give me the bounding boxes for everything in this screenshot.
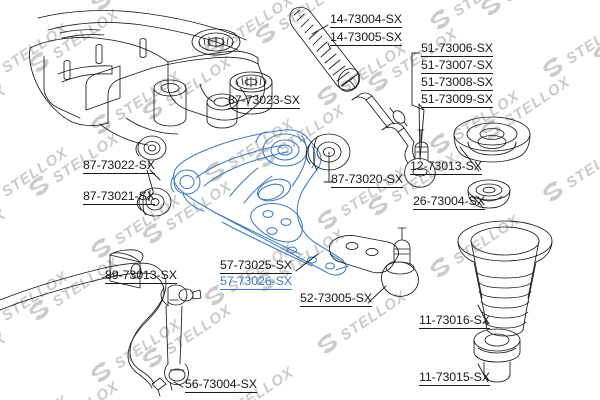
control-arm-bushing-87-73022: [136, 187, 172, 217]
control-arm-bushing-87-73020: [305, 133, 351, 171]
part-number-label-14-73004-sx[interactable]: 14-73004-SX: [330, 12, 402, 28]
part-number-label-52-73005-sx[interactable]: 52-73005-SX: [300, 291, 372, 307]
tie-rod-end: [381, 107, 436, 188]
part-number-label-51-73007-sx[interactable]: 51-73007-SX: [421, 58, 493, 74]
front-subframe-crossmember: [29, 10, 266, 146]
stabilizer-link-rod: [160, 284, 202, 391]
part-number-label-51-73008-sx[interactable]: 51-73008-SX: [421, 75, 493, 91]
part-number-label-57-73025-sx[interactable]: 57-73025-SX: [220, 258, 292, 274]
stabilizer-bar-bushing: [109, 249, 144, 289]
control-arm-bushing-87-73021: [135, 135, 167, 161]
part-number-label-57-73026-sx[interactable]: 57-73026-SX: [220, 274, 292, 290]
leader-lines: [101, 24, 489, 388]
suspension-ball-joint: [329, 227, 419, 297]
part-number-label-51-73006-sx[interactable]: 51-73006-SX: [421, 41, 493, 57]
part-number-label-11-73015-sx[interactable]: 11-73015-SX: [419, 370, 490, 386]
part-number-label-89-73013-sx[interactable]: 89-73013-SX: [105, 268, 177, 284]
part-number-label-56-73004-sx[interactable]: 56-73004-SX: [185, 377, 257, 393]
part-number-label-51-73009-sx[interactable]: 51-73009-SX: [421, 92, 493, 108]
part-number-label-14-73005-sx[interactable]: 14-73005-SX: [330, 30, 402, 46]
subframe-bushing-left: [153, 79, 187, 127]
part-number-label-87-73020-sx[interactable]: 87-73020-SX: [331, 172, 403, 188]
part-number-label-87-73022-sx[interactable]: 87-73022-SX: [83, 158, 155, 174]
part-number-label-87-73021-sx[interactable]: 87-73021-SX: [83, 189, 155, 205]
part-number-label-12-73013-sx[interactable]: 12-73013-SX: [410, 159, 482, 175]
front-lower-control-arm: [170, 129, 349, 276]
steering-rack-boot: [289, 6, 395, 129]
shock-absorber-dust-cover: [457, 220, 553, 337]
part-number-label-87-73023-sx[interactable]: 87-73023-SX: [228, 93, 300, 109]
strut-support-bearing: [467, 179, 511, 209]
part-number-label-26-73004-sx[interactable]: 26-73004-SX: [413, 194, 485, 210]
part-number-label-11-73016-sx[interactable]: 11-73016-SX: [419, 313, 490, 329]
strut-top-mount: [453, 116, 531, 163]
